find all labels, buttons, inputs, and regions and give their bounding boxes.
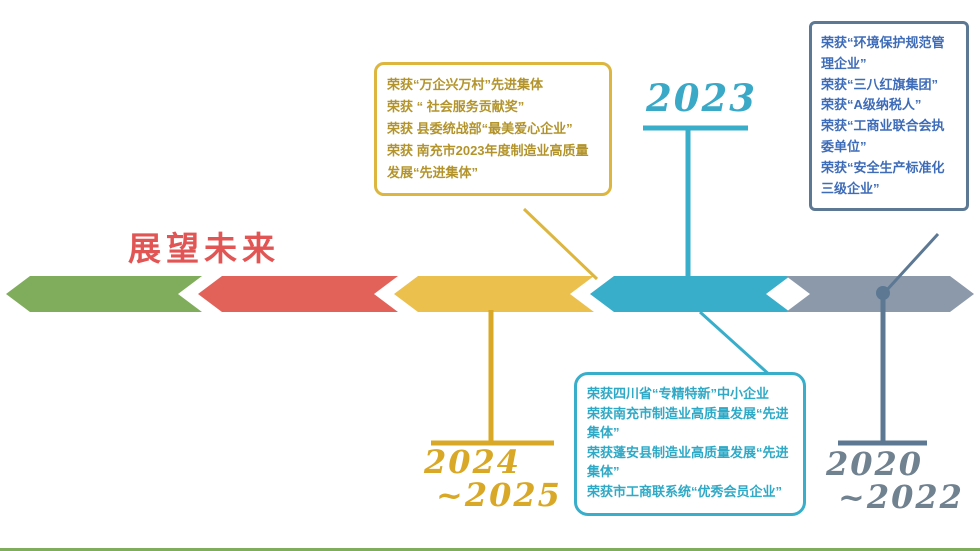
year-label-2024-2025: 2024 ~2025 [424, 446, 562, 511]
callout-line: 荣获 “ 社会服务贡献奖” [387, 99, 525, 115]
callout-awards-blue: 荣获“环境保护规范管理企业” 荣获“三八红旗集团” 荣获“A级纳税人” 荣获“工… [809, 21, 969, 212]
bottom-accent-line [0, 548, 980, 551]
callout-line: 荣获 县委统战部“最美爱心企业” [387, 121, 573, 137]
timeline-arrow-gray [786, 276, 974, 312]
year-label-2023: 2023 [646, 76, 757, 120]
callout-line: 荣获“环境保护规范管理企业” [821, 35, 945, 71]
connector-yellow-callout-tail [522, 207, 599, 281]
year-2024-line1: 2024 [424, 443, 522, 481]
callout-awards-teal: 荣获四川省“专精特新”中小企业 荣获南充市制造业高质量发展“先进集体” 荣获蓬安… [574, 372, 806, 516]
connector-teal-callout-tail [698, 310, 774, 379]
year-2020-line1: 2020 [826, 445, 924, 483]
callout-line: 荣获市工商联系统“优秀会员企业” [587, 483, 783, 499]
callout-line: 荣获“工商业联合会执委单位” [821, 118, 945, 154]
callout-awards-yellow: 荣获“万企兴万村”先进集体 荣获 “ 社会服务贡献奖” 荣获 县委统战部“最美爱… [374, 62, 612, 197]
year-label-2020-2022: 2020 ~2022 [826, 448, 964, 513]
callout-line: 荣获“A级纳税人” [821, 97, 922, 113]
callout-line: 荣获蓬安县制造业高质量发展“先进集体” [587, 444, 789, 480]
year-2024-line2: ~2025 [436, 475, 562, 514]
callout-line: 荣获“万企兴万村”先进集体 [387, 77, 544, 92]
timeline-arrow-yellow [394, 276, 594, 312]
callout-line: 荣获“安全生产标准化三级企业” [821, 159, 945, 196]
callout-line: 荣获 南充市2023年度制造业高质量发展“先进集体” [387, 143, 589, 181]
callout-line: 荣获四川省“专精特新”中小企业 [587, 386, 770, 401]
year-2020-line2: ~2022 [838, 477, 964, 516]
callout-line: 荣获“三八红旗集团” [821, 76, 939, 92]
timeline-arrow-red [198, 276, 398, 312]
timeline-arrow-green [6, 276, 202, 312]
callout-line: 荣获南充市制造业高质量发展“先进集体” [587, 405, 789, 441]
page-title: 展望未来 [128, 230, 280, 267]
timeline-arrow-teal [590, 276, 790, 312]
